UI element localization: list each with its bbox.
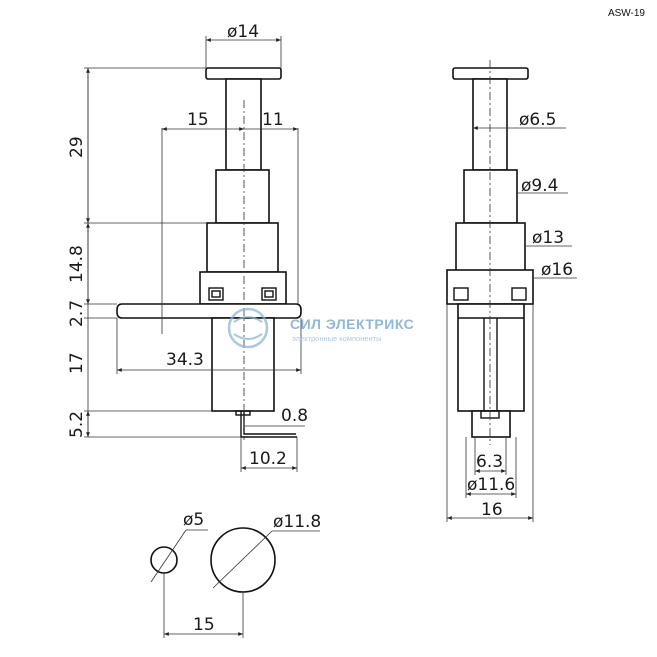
dim-lower-body: 17 <box>67 352 87 374</box>
front-collar <box>463 169 518 224</box>
dim-height-upper: 29 <box>67 136 87 158</box>
front-button-head <box>452 67 529 80</box>
dim-small-hole: ø5 <box>183 510 204 530</box>
front-base <box>471 410 511 438</box>
dim-right-offset: 11 <box>262 110 284 130</box>
collar <box>215 169 270 224</box>
dim-head-diameter: ø14 <box>227 22 259 42</box>
dim-collar-diameter: ø9.4 <box>521 176 558 196</box>
dim-flange-width: 34.3 <box>166 350 204 370</box>
nut-window-left <box>208 287 224 301</box>
front-lower-body <box>457 303 525 412</box>
model-code-label: ASW-19 <box>607 8 645 19</box>
dim-left-offset: 15 <box>187 110 209 130</box>
mounting-flange <box>116 303 302 319</box>
dim-stem-diameter: ø6.5 <box>519 110 556 130</box>
dim-overall-width: 16 <box>481 500 503 520</box>
lower-body <box>211 317 275 412</box>
dim-pin-width: 6.3 <box>476 452 503 472</box>
watermark-logo-icon <box>227 307 269 349</box>
threaded-body <box>206 222 279 273</box>
small-hole <box>150 546 178 574</box>
side-view: ø14 15 11 29 14.8 2.7 17 5.2 34.3 0.8 <box>67 22 308 472</box>
plunger-stem <box>225 78 262 171</box>
dim-center-spacing: 15 <box>193 615 215 635</box>
button-head <box>205 67 282 80</box>
watermark-brand: СИЛ ЭЛЕКТРИКС <box>290 316 414 332</box>
dim-nut-diameter: ø16 <box>541 260 573 280</box>
dim-height-body: 14.8 <box>67 245 87 283</box>
front-threaded-body <box>455 222 526 273</box>
watermark-tagline: электронные компоненты <box>292 334 382 343</box>
dim-terminal-width: 10.2 <box>249 449 287 469</box>
dim-flange-thickness: 2.7 <box>67 300 87 327</box>
mounting-holes-view: ø5 ø11.8 15 <box>150 510 321 638</box>
watermark-logo: СИЛ ЭЛЕКТРИКС электронные компоненты <box>227 307 414 349</box>
front-view: ø6.5 ø9.4 ø13 ø16 6.3 ø11.6 16 <box>446 60 577 522</box>
dim-terminal-thickness: 0.8 <box>281 406 308 426</box>
dim-large-hole: ø11.8 <box>273 512 321 532</box>
nut-window-right <box>261 287 277 301</box>
dim-base-diameter: ø11.6 <box>467 475 515 495</box>
dim-terminal: 5.2 <box>67 411 87 438</box>
dim-thread-diameter: ø13 <box>532 228 564 248</box>
